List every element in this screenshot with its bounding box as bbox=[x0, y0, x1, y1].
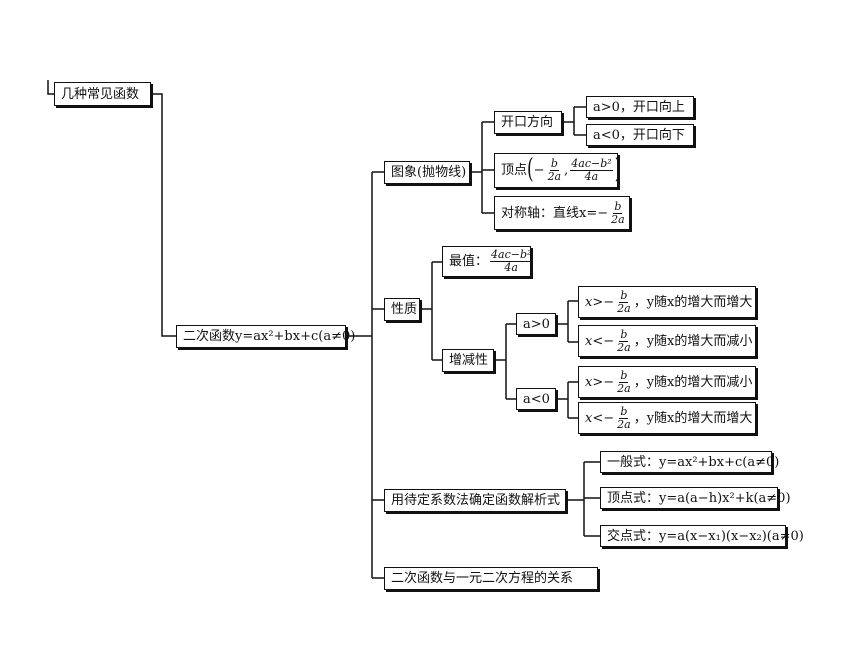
node-axis-of-symmetry: 对称轴：直线x=− b 2a bbox=[494, 196, 630, 230]
mono-rule-fraction: b 2a bbox=[616, 406, 632, 430]
node-undetermined-coefficients: 用待定系数法确定函数解析式 bbox=[384, 489, 566, 512]
mono-rule-numerator: b bbox=[619, 404, 629, 419]
axis-denominator: 2a bbox=[611, 212, 625, 226]
vertex-y-fraction: 4ac−b² 4a bbox=[570, 157, 613, 183]
node-mono-rule: x<− b 2a ，y随x的增大而增大 bbox=[578, 402, 756, 434]
mono-rule-fraction: b 2a bbox=[616, 290, 632, 314]
extreme-value-label: 最值： bbox=[449, 254, 489, 269]
node-open-down: a<0，开口向下 bbox=[586, 124, 694, 146]
node-mono-rule: x>− b 2a ，y随x的增大而减小 bbox=[578, 366, 756, 398]
mono-rule-numerator: b bbox=[619, 368, 629, 383]
node-mono-rule: x>− b 2a ，y随x的增大而增大 bbox=[578, 286, 756, 318]
mono-rule-prefix: x<− bbox=[585, 410, 615, 426]
vertex-y-numerator: 4ac−b² bbox=[570, 157, 613, 171]
mono-rule-denominator: 2a bbox=[617, 340, 631, 354]
node-vertex: 顶点 ( − b 2a , 4ac−b² 4a ) bbox=[494, 153, 621, 188]
mono-rule-suffix: ，y随x的增大而增大 bbox=[633, 294, 753, 310]
node-extreme-value: 最值： 4ac−b² 4a bbox=[442, 246, 533, 277]
mono-rule-fraction: b 2a bbox=[616, 370, 632, 394]
vertex-label: 顶点 bbox=[501, 163, 528, 178]
mono-rule-numerator: b bbox=[619, 288, 629, 303]
vertex-close-paren: ) bbox=[614, 153, 622, 186]
node-monotonicity: 增减性 bbox=[442, 349, 494, 372]
mono-rule-prefix: x>− bbox=[585, 294, 615, 310]
node-graph: 图象(抛物线) bbox=[384, 161, 470, 184]
node-properties: 性质 bbox=[384, 298, 420, 321]
vertex-x-denominator: 2a bbox=[547, 170, 562, 183]
vertex-comma: , bbox=[564, 163, 569, 178]
extreme-value-fraction: 4ac−b² 4a bbox=[490, 248, 533, 274]
node-open-up: a>0，开口向上 bbox=[586, 96, 694, 118]
mono-rule-suffix: ，y随x的增大而减小 bbox=[633, 374, 753, 390]
mono-rule-suffix: ，y随x的增大而减小 bbox=[633, 333, 753, 349]
mono-rule-numerator: b bbox=[619, 327, 629, 342]
mono-rule-fraction: b 2a bbox=[616, 329, 632, 353]
node-a-negative: a<0 bbox=[516, 388, 556, 410]
mono-rule-prefix: x<− bbox=[585, 333, 615, 349]
extreme-value-numerator: 4ac−b² bbox=[490, 248, 533, 262]
extreme-value-denominator: 4a bbox=[504, 261, 518, 274]
node-quadratic-function: 二次函数y=ax²+bx+c(a≠0) bbox=[176, 325, 355, 348]
mono-rule-denominator: 2a bbox=[617, 381, 631, 395]
mono-rule-suffix: ，y随x的增大而增大 bbox=[633, 410, 753, 426]
node-mono-rule: x<− b 2a ，y随x的增大而减小 bbox=[578, 325, 756, 357]
mono-rule-denominator: 2a bbox=[617, 301, 631, 315]
vertex-minus: − bbox=[533, 163, 545, 178]
vertex-y-denominator: 4a bbox=[584, 170, 599, 183]
vertex-x-fraction: b 2a bbox=[547, 158, 563, 182]
node-root: 几种常见函数 bbox=[54, 82, 151, 106]
node-vertex-form: 顶点式：y=a(a−h)x²+k(a≠0) bbox=[600, 487, 791, 509]
node-a-positive: a>0 bbox=[516, 313, 556, 335]
vertex-open-paren: ( bbox=[527, 153, 534, 186]
axis-fraction: b 2a bbox=[610, 201, 626, 225]
axis-label: 对称轴：直线x=− bbox=[501, 205, 609, 221]
mono-rule-prefix: x>− bbox=[585, 374, 615, 390]
mono-rule-denominator: 2a bbox=[617, 417, 631, 431]
node-opening-direction: 开口方向 bbox=[494, 111, 562, 134]
node-general-form: 一般式：y=ax²+bx+c(a≠0) bbox=[600, 451, 779, 473]
node-equation-relation: 二次函数与一元二次方程的关系 bbox=[384, 567, 598, 590]
axis-numerator: b bbox=[613, 199, 623, 214]
vertex-x-numerator: b bbox=[549, 157, 559, 171]
node-intercept-form: 交点式：y=a(x−x₁)(x−x₂)(a≠0) bbox=[600, 525, 804, 547]
